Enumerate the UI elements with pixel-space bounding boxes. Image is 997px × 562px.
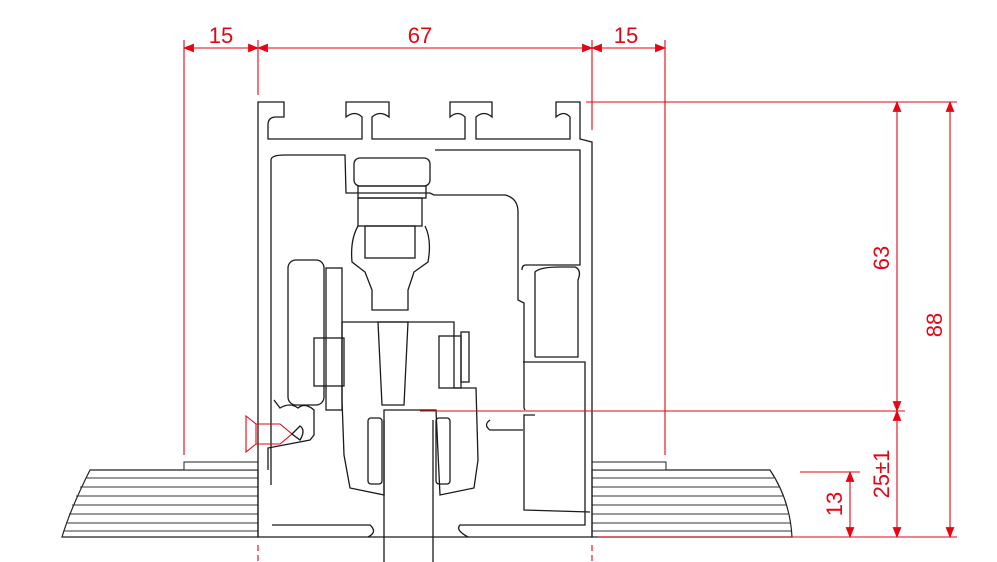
floor-right: [591, 461, 793, 538]
track-profile: [257, 101, 593, 538]
dim-left-offset: 15: [209, 23, 233, 48]
dimension-lines: [182, 40, 957, 562]
roller-carriage: [287, 157, 479, 562]
floor-left: [61, 461, 259, 538]
dim-right-offset: 15: [614, 23, 638, 48]
dim-floor-gap: 25±1: [869, 450, 894, 499]
dim-profile-width: 67: [408, 23, 432, 48]
dim-floor-thickness: 13: [822, 492, 847, 516]
screw: [245, 414, 304, 454]
dim-track-height: 63: [869, 246, 894, 270]
dim-total-height: 88: [922, 313, 947, 337]
